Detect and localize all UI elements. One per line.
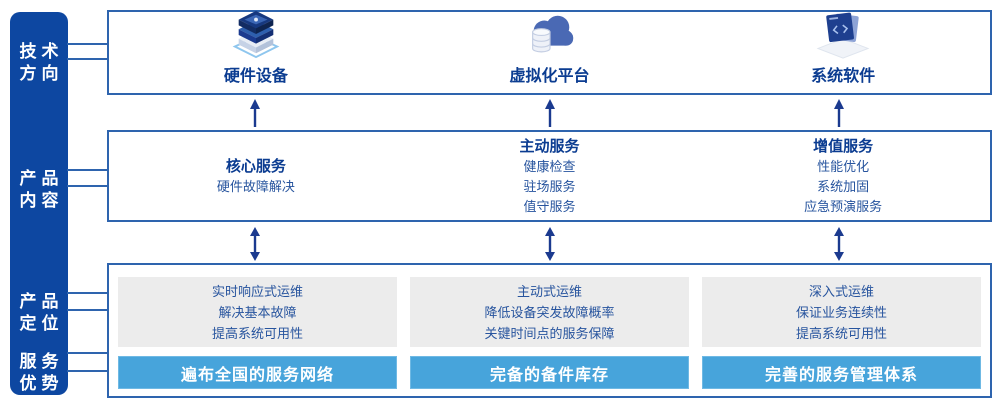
- service-item: 系统加固: [817, 178, 870, 194]
- advantage-banner: 遍布全国的服务网络: [118, 356, 397, 389]
- sidebar-label-line: 内容: [19, 191, 64, 210]
- sidebar-label-service-advantage: 服务 优势: [10, 351, 68, 395]
- connector-line: [67, 58, 109, 60]
- sidebar-label-product-content: 产品 内容: [10, 168, 68, 212]
- connector-line: [67, 292, 109, 294]
- sidebar-label-line: 产品: [19, 169, 64, 188]
- positioning-col-realtime: 实时响应式运维 解决基本故障 提高系统可用性 遍布全国的服务网络: [118, 277, 397, 396]
- positioning-point: 关键时间点的服务保障: [484, 325, 615, 341]
- positioning-point: 主动式运维: [516, 283, 582, 299]
- service-item: 硬件故障解决: [216, 178, 295, 194]
- sidebar: 技术 方向 产品 内容 产品 定位 服务 优势: [10, 12, 68, 395]
- service-item: 健康检查: [523, 158, 576, 174]
- product-positioning-box: 实时响应式运维 解决基本故障 提高系统可用性 遍布全国的服务网络 主动式运维 降…: [107, 263, 992, 398]
- sidebar-label-line: 优势: [19, 374, 64, 393]
- positioning-point: 降低设备突发故障概率: [484, 304, 615, 320]
- code-window-icon: [816, 11, 870, 59]
- sidebar-label-line: 方向: [19, 64, 64, 83]
- service-col-core: 核心服务 硬件故障解决: [109, 132, 403, 220]
- positioning-col-indepth: 深入式运维 保证业务连续性 提高系统可用性 完善的服务管理体系: [702, 277, 981, 396]
- double-arrow: [247, 227, 263, 266]
- connector-line: [67, 43, 109, 45]
- tech-label-virtualization: 虚拟化平台: [509, 68, 590, 85]
- connector-line: [67, 352, 109, 354]
- connector-line: [67, 169, 109, 171]
- advantage-banner: 完备的备件库存: [410, 356, 689, 389]
- sidebar-label-line: 技术: [19, 42, 64, 61]
- server-stack-icon: [231, 10, 281, 59]
- service-col-active: 主动服务 健康检查 驻场服务 值守服务: [403, 132, 697, 220]
- sidebar-label-product-positioning: 产品 定位: [10, 291, 68, 335]
- tech-col-hardware: 硬件设备: [109, 10, 403, 93]
- service-col-value-added: 增值服务 性能优化 系统加固 应急预演服务: [696, 132, 990, 220]
- up-arrow: [542, 99, 558, 132]
- tech-col-software: 系统软件: [696, 12, 990, 93]
- positioning-point: 提高系统可用性: [211, 325, 303, 341]
- sidebar-label-line: 服务: [19, 352, 64, 371]
- product-content-box: 核心服务 硬件故障解决 主动服务 健康检查 驻场服务 值守服务 增值服务 性能优…: [107, 130, 992, 222]
- positioning-point: 实时响应式运维: [211, 283, 303, 299]
- cloud-database-icon: [523, 11, 577, 59]
- positioning-col-proactive: 主动式运维 降低设备突发故障概率 关键时间点的服务保障 完备的备件库存: [410, 277, 689, 396]
- service-title: 核心服务: [225, 157, 286, 175]
- tech-direction-box: 硬件设备 虚拟化平台: [107, 10, 992, 95]
- sidebar-label-line: 定位: [19, 314, 64, 333]
- double-arrow: [542, 227, 558, 266]
- service-item: 驻场服务: [523, 178, 576, 194]
- up-arrow: [247, 99, 263, 132]
- tech-label-hardware: 硬件设备: [223, 68, 288, 85]
- sidebar-label-tech-direction: 技术 方向: [10, 41, 68, 85]
- positioning-panel: 实时响应式运维 解决基本故障 提高系统可用性: [118, 277, 397, 347]
- positioning-point: 深入式运维: [808, 283, 874, 299]
- up-arrow: [831, 99, 847, 132]
- service-item: 性能优化: [817, 158, 870, 174]
- tech-label-software: 系统软件: [811, 68, 876, 85]
- positioning-point: 提高系统可用性: [795, 325, 887, 341]
- double-arrow: [831, 227, 847, 266]
- service-title: 主动服务: [519, 137, 580, 155]
- sidebar-label-line: 产品: [19, 292, 64, 311]
- positioning-point: 解决基本故障: [218, 304, 297, 320]
- positioning-panel: 主动式运维 降低设备突发故障概率 关键时间点的服务保障: [410, 277, 689, 347]
- service-item: 应急预演服务: [804, 198, 883, 214]
- connector-line: [67, 370, 109, 372]
- connector-line: [67, 185, 109, 187]
- advantage-banner: 完善的服务管理体系: [702, 356, 981, 389]
- connector-line: [67, 309, 109, 311]
- service-title: 增值服务: [813, 137, 874, 155]
- tech-col-virtualization: 虚拟化平台: [403, 12, 697, 93]
- positioning-point: 保证业务连续性: [795, 304, 887, 320]
- positioning-panel: 深入式运维 保证业务连续性 提高系统可用性: [702, 277, 981, 347]
- service-item: 值守服务: [523, 198, 576, 214]
